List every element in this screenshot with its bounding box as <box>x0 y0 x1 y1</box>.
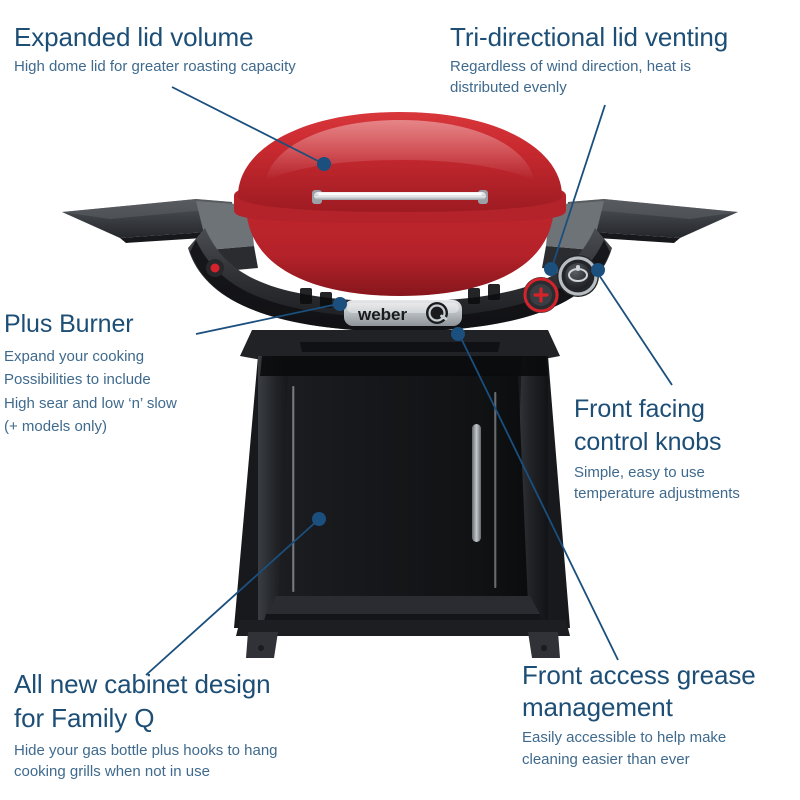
cabinet-door <box>278 374 528 604</box>
lid-lower <box>246 204 554 296</box>
callout-description: Simple, easy to use temperature adjustme… <box>574 464 740 503</box>
right-side-table <box>564 199 738 243</box>
callout-description: High dome lid for greater roasting capac… <box>14 58 296 76</box>
callout-lid-volume: Expanded lid volume High dome lid for gr… <box>14 22 434 77</box>
callout-cabinet-design: All new cabinet design for Family Q Hide… <box>14 668 414 782</box>
igniter-button[interactable] <box>206 259 224 277</box>
callout-grease: Front access grease management Easily ac… <box>522 660 800 770</box>
callout-title: Expanded lid volume <box>14 22 254 52</box>
callout-title: All new cabinet design for Family Q <box>14 669 271 733</box>
callout-description: Expand your cooking Possibilities to inc… <box>4 348 177 435</box>
plus-burner-knob[interactable] <box>523 277 559 313</box>
cabinet-stand <box>234 356 570 636</box>
caster-left <box>246 632 278 658</box>
lid-handle <box>312 190 488 204</box>
callout-title: Tri-directional lid venting <box>450 22 729 52</box>
cabinet-door-handle <box>472 424 481 542</box>
callout-control-knobs: Front facing control knobs Simple, easy … <box>574 393 800 505</box>
callout-title: Front facing control knobs <box>574 395 722 456</box>
lid-highlight <box>266 120 534 180</box>
cabinet-door-seam <box>292 386 295 592</box>
callout-description: Hide your gas bottle plus hooks to hang … <box>14 741 278 780</box>
callout-description: Regardless of wind direction, heat is di… <box>450 58 691 97</box>
callout-lid-venting: Tri-directional lid venting Regardless o… <box>450 22 795 99</box>
callout-description: Easily accessible to help make cleaning … <box>522 729 727 768</box>
caster-right <box>528 632 560 658</box>
cabinet-bottom-shelf <box>266 596 540 614</box>
weber-badge: weber <box>344 300 462 326</box>
callout-title: Plus Burner <box>4 310 134 338</box>
callout-title: Front access grease management <box>522 660 756 722</box>
weber-wordmark: weber <box>357 305 408 324</box>
grease-access-slot <box>300 342 500 352</box>
callout-plus-burner: Plus Burner Expand your cooking Possibil… <box>4 310 279 438</box>
main-control-knob[interactable] <box>557 255 599 297</box>
